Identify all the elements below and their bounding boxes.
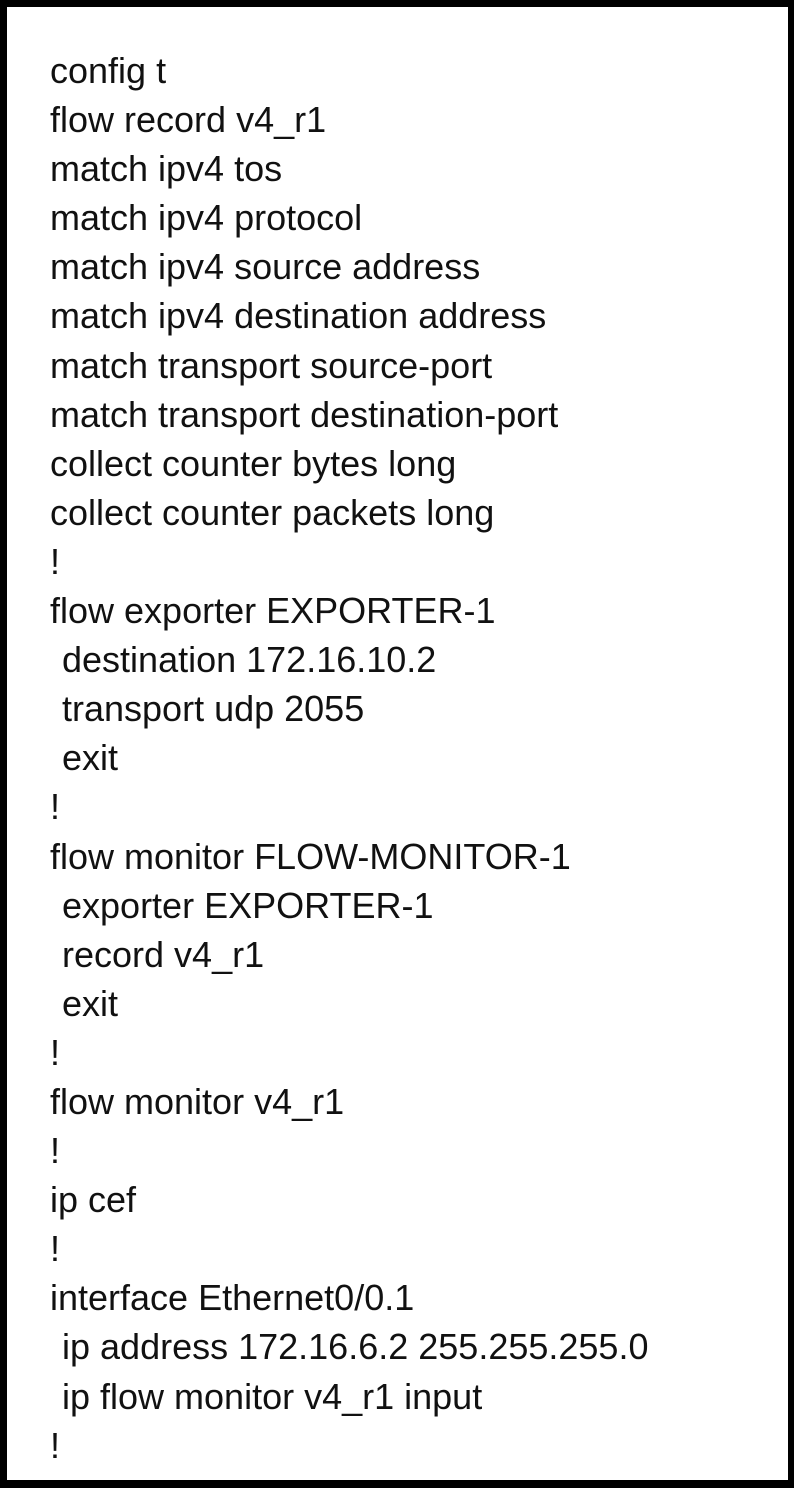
config-line: match ipv4 destination address xyxy=(50,295,547,337)
config-line: ip cef xyxy=(50,1179,137,1221)
config-line: record v4_r1 xyxy=(62,933,265,975)
config-line: flow monitor FLOW-MONITOR-1 xyxy=(50,835,571,877)
config-line: ! xyxy=(50,786,61,828)
config-line: ! xyxy=(50,1228,61,1270)
config-line: ! xyxy=(50,1424,61,1466)
config-line: exit xyxy=(62,737,119,779)
config-line: collect counter packets long xyxy=(50,491,495,533)
config-line: exporter EXPORTER-1 xyxy=(62,884,434,926)
config-line: match ipv4 source address xyxy=(50,246,481,288)
config-line: ip address 172.16.6.2 255.255.255.0 xyxy=(62,1326,649,1368)
config-line: ! xyxy=(50,540,61,582)
config-line: destination 172.16.10.2 xyxy=(62,639,437,681)
config-line: ip flow monitor v4_r1 input xyxy=(62,1375,483,1417)
config-line: interface Ethernet0/0.1 xyxy=(50,1277,415,1319)
config-line: ! xyxy=(50,1130,61,1172)
config-line: match transport source-port xyxy=(50,344,493,386)
config-line: transport udp 2055 xyxy=(62,688,365,730)
config-line: flow monitor v4_r1 xyxy=(50,1080,345,1122)
config-line: exit xyxy=(62,982,119,1024)
config-line: match ipv4 tos xyxy=(50,148,283,190)
config-line: ! xyxy=(50,1031,61,1073)
config-line: collect counter bytes long xyxy=(50,442,457,484)
config-line: flow record v4_r1 xyxy=(50,99,327,141)
config-line: match transport destination-port xyxy=(50,393,559,435)
config-line: config t xyxy=(50,50,167,91)
config-line: flow exporter EXPORTER-1 xyxy=(50,590,496,632)
config-line: match ipv4 protocol xyxy=(50,197,363,239)
